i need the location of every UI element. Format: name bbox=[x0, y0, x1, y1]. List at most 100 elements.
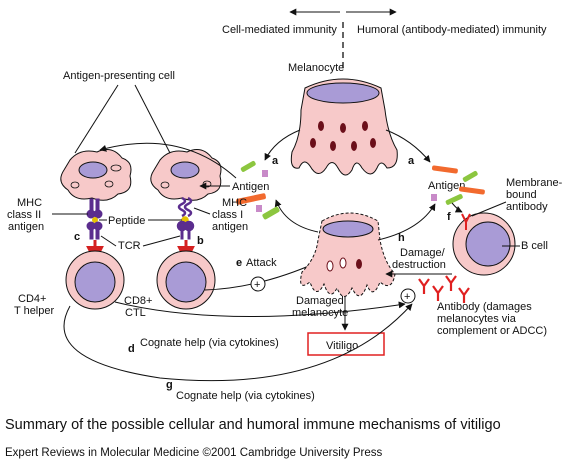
letter-b: b bbox=[197, 235, 204, 247]
vitiligo-box bbox=[307, 332, 385, 356]
letter-f: f bbox=[447, 211, 451, 223]
antibody-y bbox=[432, 285, 444, 301]
damaged-label-2: melanocyte bbox=[292, 307, 348, 319]
peptide-label: Peptide bbox=[108, 215, 145, 227]
arrow-a-right bbox=[385, 129, 431, 163]
apc-label: Antigen-presenting cell bbox=[63, 70, 175, 82]
letter-g: g bbox=[166, 379, 173, 391]
cd4-nucleus bbox=[74, 261, 116, 303]
apc-pointer-1 bbox=[74, 84, 119, 154]
melanosome bbox=[356, 259, 362, 269]
arrow-cognate-d bbox=[114, 301, 406, 317]
melanocyte-label: Melanocyte bbox=[288, 62, 344, 74]
mhc1-coil bbox=[183, 196, 193, 218]
antigen-left-label: Antigen bbox=[232, 181, 269, 193]
melanosome bbox=[362, 121, 368, 131]
mhc-domain bbox=[93, 209, 103, 219]
tcr-stalk bbox=[180, 228, 184, 240]
damaged-melanocyte-nucleus bbox=[322, 220, 374, 238]
antigen-fragment bbox=[262, 206, 280, 220]
letter-c: c bbox=[74, 231, 80, 243]
receptor-right bbox=[176, 196, 195, 240]
peptide-dot bbox=[92, 217, 98, 223]
tcr-stalk bbox=[89, 228, 94, 240]
cd8-label-1: CD8+ bbox=[124, 295, 152, 307]
melanosome bbox=[330, 141, 336, 151]
mhc1-coil bbox=[177, 196, 187, 218]
apc-left bbox=[60, 149, 132, 201]
vesicle bbox=[104, 180, 114, 188]
mhc-stalk bbox=[89, 198, 94, 212]
header-humoral: Humoral (antibody-mediated) immunity bbox=[357, 24, 547, 36]
cd4-t-helper-cell: CD4+ T helper bbox=[14, 240, 125, 317]
header-cell-mediated: Cell-mediated immunity bbox=[222, 24, 337, 36]
mhc1-label-3: antigen bbox=[212, 221, 248, 233]
b-cell: B cell bbox=[452, 212, 548, 276]
vesicle bbox=[70, 181, 80, 189]
vesicle bbox=[110, 164, 122, 172]
plus-sign-e: + bbox=[254, 279, 260, 291]
mhc2-label-3: antigen bbox=[8, 221, 44, 233]
melanocyte-nucleus bbox=[306, 82, 380, 104]
membrane-ab-label-3: antibody bbox=[506, 201, 548, 213]
melanosome bbox=[340, 123, 346, 133]
antibody-note-3: complement or ADCC) bbox=[437, 325, 547, 337]
b-cell-nucleus bbox=[465, 221, 511, 267]
vitiligo-label: Vitiligo bbox=[326, 340, 358, 352]
letter-d: d bbox=[128, 343, 135, 355]
antigen-fragment bbox=[458, 186, 485, 195]
antibody-note-2: melanocytes via bbox=[437, 313, 517, 325]
antigen-left-cluster: Antigen bbox=[232, 161, 280, 220]
plus-sign-h: + bbox=[404, 291, 410, 303]
figure-caption: Summary of the possible cellular and hum… bbox=[5, 417, 501, 433]
antigen-fragment bbox=[462, 170, 478, 182]
plus-circle-e bbox=[250, 276, 266, 292]
letter-h: h bbox=[398, 232, 405, 244]
mhc1-label-1: MHC bbox=[222, 197, 247, 209]
damage-label-2: destruction bbox=[392, 259, 446, 271]
membrane-ab-pointer bbox=[471, 201, 507, 217]
melanocyte: Melanocyte bbox=[288, 62, 398, 176]
damaged-melanocyte-body bbox=[300, 212, 396, 297]
letter-e: e bbox=[236, 257, 242, 269]
receptor-left bbox=[86, 198, 103, 240]
arrow-cognate-g bbox=[63, 303, 413, 382]
arrow-antigen-to-bcell bbox=[451, 202, 463, 213]
tcr-label: TCR bbox=[118, 240, 141, 252]
melanosome bbox=[370, 138, 376, 148]
antigen-fragment bbox=[240, 161, 256, 172]
melanosome bbox=[310, 138, 316, 148]
antigen-fragment bbox=[236, 193, 266, 205]
attack-label: Attack bbox=[246, 257, 277, 269]
header: Cell-mediated immunity Humoral (antibody… bbox=[222, 8, 547, 70]
tcr-pointer-right bbox=[142, 235, 181, 247]
melanosome bbox=[318, 121, 324, 131]
tcr-stalk bbox=[95, 228, 100, 240]
cd8-label-2: CTL bbox=[125, 307, 146, 319]
mhc1-label-2: class I bbox=[212, 209, 243, 221]
melanosome bbox=[351, 141, 357, 151]
membrane-ab-label-1: Membrane- bbox=[506, 177, 563, 189]
vesicle bbox=[160, 181, 170, 189]
melanosome-empty bbox=[326, 260, 334, 272]
damaged-label-1: Damaged bbox=[296, 295, 344, 307]
apc-nucleus bbox=[170, 161, 200, 179]
apc-nucleus bbox=[78, 161, 108, 179]
arrow-damaged-to-antigen-right bbox=[377, 203, 436, 241]
plus-circle-h bbox=[400, 288, 416, 304]
cognate-d-label: Cognate help (via cytokines) bbox=[140, 337, 279, 349]
cognate-g-label: Cognate help (via cytokines) bbox=[176, 390, 315, 402]
cd4-label-2: T helper bbox=[14, 305, 54, 317]
antibody-y bbox=[458, 287, 470, 303]
mhc2-label-1: MHC bbox=[17, 197, 42, 209]
free-antibodies bbox=[418, 275, 470, 303]
antigen-fragment bbox=[256, 205, 262, 212]
damage-label-1: Damage/ bbox=[400, 247, 446, 259]
apc-right bbox=[150, 149, 222, 201]
credit-copyright: ©2001 Cambridge University Press bbox=[202, 447, 383, 459]
figure-credit: Expert Reviews in Molecular Medicine ©20… bbox=[5, 447, 585, 459]
damaged-melanocyte: Damaged melanocyte bbox=[292, 212, 396, 319]
apc-pointer-2 bbox=[134, 84, 171, 154]
tcr-stalk bbox=[187, 228, 191, 240]
